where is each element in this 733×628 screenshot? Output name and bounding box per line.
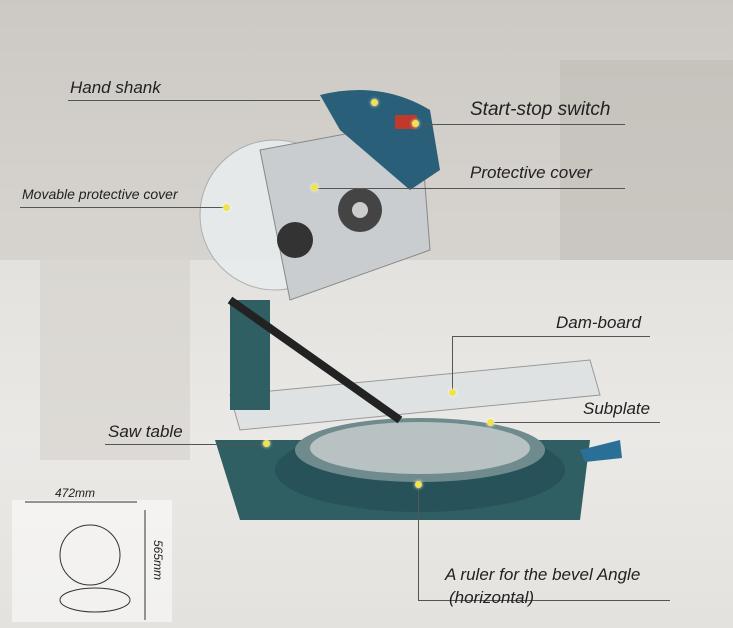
label-protective-cover: Protective cover (470, 163, 592, 182)
label-start-stop-switch: Start-stop switch (470, 99, 611, 120)
marker-dot (412, 120, 419, 127)
label-ruler: A ruler for the bevel Angle (445, 565, 641, 584)
leader-hand-shank (68, 100, 320, 101)
label-movable-protective-cover: Movable protective cover (22, 186, 178, 202)
marker-dot (371, 99, 378, 106)
leader-saw-table (105, 444, 265, 445)
leader-dam-board (452, 336, 650, 337)
marker-dot (263, 440, 270, 447)
leader-dam-board-vert (452, 336, 453, 392)
label-subplate: Subplate (583, 399, 651, 418)
dimension-width: 472mm (55, 486, 96, 500)
label-hand-shank: Hand shank (70, 78, 161, 97)
marker-dot (311, 184, 318, 191)
leader-subplate (490, 422, 660, 423)
label-ruler-sub: (horizontal) (449, 588, 535, 607)
leader-protective-cover (318, 188, 625, 189)
dimension-height: 565mm (151, 540, 165, 581)
marker-dot (487, 419, 494, 426)
marker-dot (415, 481, 422, 488)
label-saw-table: Saw table (108, 422, 183, 441)
label-dam-board: Dam-board (556, 313, 642, 332)
leader-start-stop (410, 124, 625, 125)
leader-ruler-vert (418, 487, 419, 600)
leader-movable-cover (20, 207, 226, 208)
leader-ruler (418, 600, 670, 601)
marker-dot (223, 204, 230, 211)
marker-dot (449, 389, 456, 396)
